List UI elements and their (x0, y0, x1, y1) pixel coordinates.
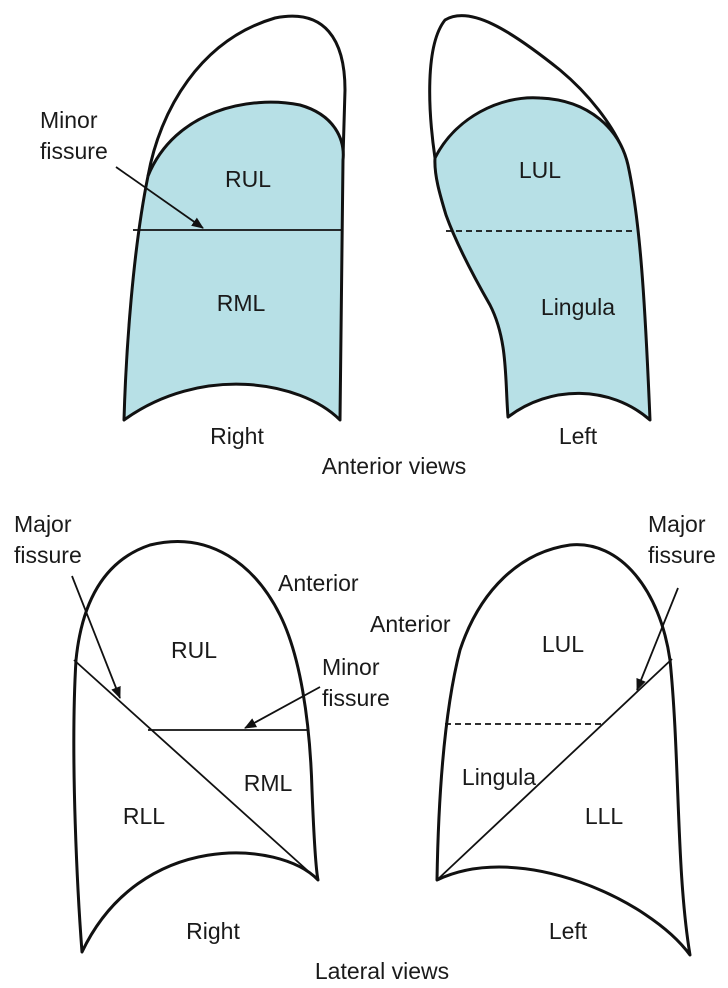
lateral-right-minor-callout-line1: Minor (322, 654, 380, 680)
anterior-left-shaded-lobes (435, 98, 650, 420)
anterior-views-caption: Anterior views (322, 453, 466, 479)
anterior-right-lung (116, 16, 345, 420)
lateral-right-minor-arrow (245, 687, 320, 728)
anterior-minor-fissure-label: Minor fissure (40, 107, 108, 164)
lateral-right-lung (72, 541, 320, 952)
anterior-minor-callout-line2: fissure (40, 138, 108, 164)
lateral-rml-label: RML (244, 770, 293, 796)
lateral-lingula-label: Lingula (462, 764, 536, 790)
anterior-rul-label: RUL (225, 166, 271, 192)
anterior-lingula-label: Lingula (541, 294, 615, 320)
lateral-right-outline (74, 541, 318, 952)
lateral-right-major-callout-line1: Major (14, 511, 72, 537)
lateral-rll-label: RLL (123, 803, 165, 829)
lateral-right-major-callout-line2: fissure (14, 542, 82, 568)
anterior-rml-label: RML (217, 290, 266, 316)
anterior-left-lung (430, 16, 650, 420)
lateral-left-major-fissure-label: Major fissure (648, 511, 716, 568)
lateral-left-anterior-label: Anterior (370, 611, 451, 637)
lateral-views-caption: Lateral views (315, 958, 449, 984)
lateral-lll-label: LLL (585, 803, 624, 829)
lateral-left-major-callout-line1: Major (648, 511, 706, 537)
lateral-right-minor-fissure-label: Minor fissure (322, 654, 390, 711)
anterior-right-shaded-lobes (124, 102, 343, 420)
lateral-right-side-label: Right (186, 918, 240, 944)
anterior-right-side-label: Right (210, 423, 264, 449)
lateral-left-side-label: Left (549, 918, 588, 944)
lateral-left-lung (437, 545, 690, 955)
lateral-right-minor-callout-line2: fissure (322, 685, 390, 711)
lateral-left-major-callout-line2: fissure (648, 542, 716, 568)
lateral-left-outline (437, 545, 690, 955)
anterior-left-side-label: Left (559, 423, 598, 449)
lateral-right-anterior-label: Anterior (278, 570, 359, 596)
anterior-lul-label: LUL (519, 157, 561, 183)
lateral-rul-label: RUL (171, 637, 217, 663)
lateral-right-major-fissure-label: Major fissure (14, 511, 82, 568)
anterior-minor-callout-line1: Minor (40, 107, 98, 133)
lateral-lul-label: LUL (542, 631, 584, 657)
